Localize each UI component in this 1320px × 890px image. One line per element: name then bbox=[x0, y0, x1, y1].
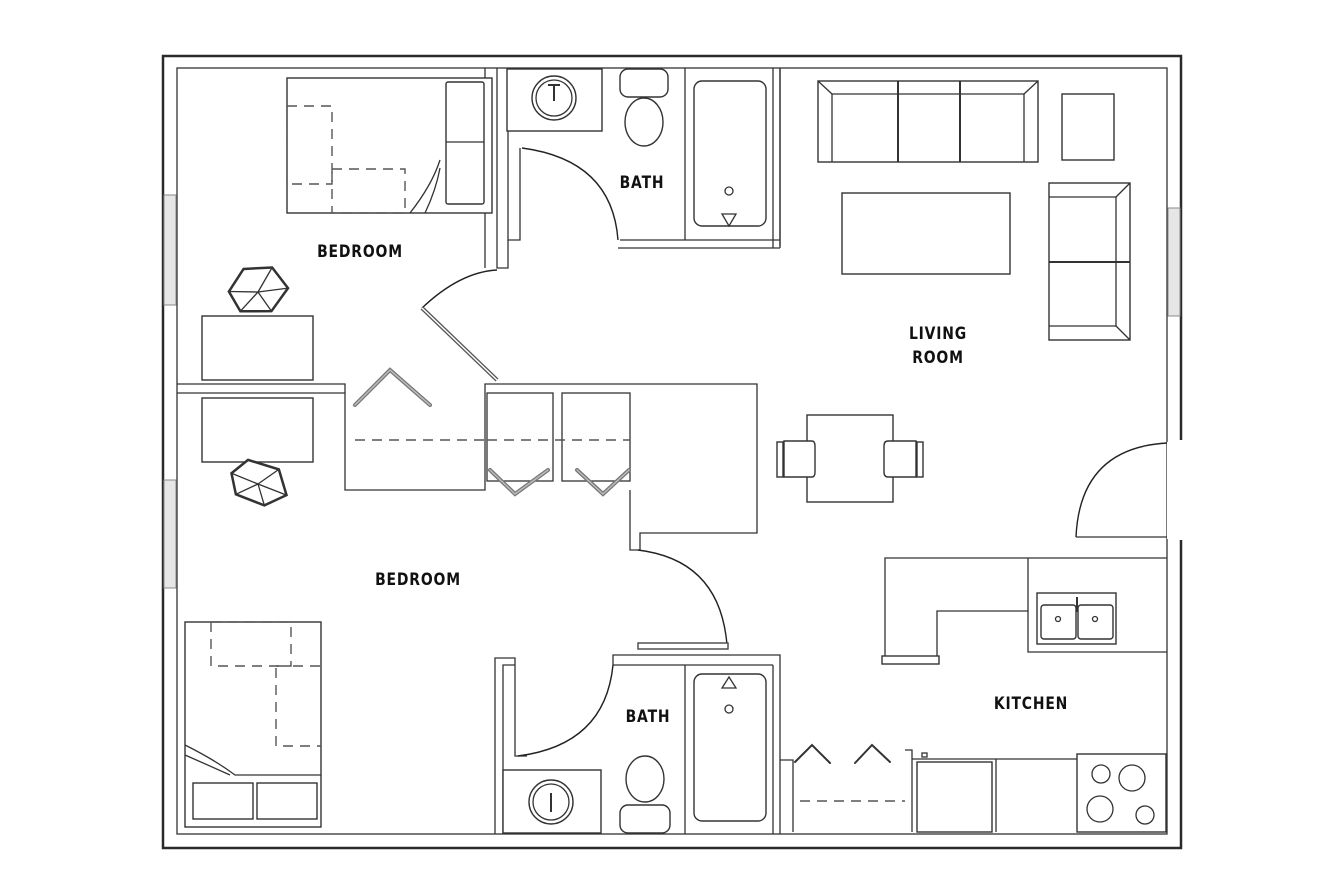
window-bedroom-1 bbox=[163, 194, 177, 306]
window-living-room bbox=[1167, 207, 1181, 317]
dishwasher bbox=[916, 761, 993, 833]
closet-door-2[interactable] bbox=[575, 468, 631, 497]
bathtub bbox=[693, 673, 767, 822]
loveseat bbox=[1048, 182, 1131, 341]
room-label-bedroom-1: BEDROOM bbox=[317, 242, 403, 262]
door-bedroom-2[interactable] bbox=[637, 549, 729, 650]
sink bbox=[506, 68, 603, 132]
room-label-bedroom-2: BEDROOM bbox=[375, 570, 461, 590]
toilet bbox=[619, 68, 669, 147]
desk bbox=[201, 397, 314, 463]
door-bedroom-1[interactable] bbox=[420, 269, 499, 382]
sink bbox=[502, 769, 602, 834]
kitchen bbox=[780, 557, 1167, 833]
hall-closets bbox=[486, 392, 631, 497]
bed bbox=[286, 77, 493, 214]
desk bbox=[201, 315, 314, 381]
dining-table bbox=[806, 414, 894, 503]
room-label-kitchen: KITCHEN bbox=[993, 694, 1069, 714]
door-bath-1[interactable] bbox=[521, 147, 619, 241]
side-table bbox=[1061, 93, 1115, 161]
closet-bedroom-1[interactable] bbox=[353, 367, 485, 441]
closet-door-1[interactable] bbox=[488, 468, 550, 497]
room-label-bath-1: BATH bbox=[619, 173, 665, 193]
room-label-living-room: LIVING ROOM bbox=[908, 324, 968, 368]
office-chair bbox=[230, 458, 289, 507]
bath-1 bbox=[506, 68, 781, 249]
dining-chair bbox=[883, 440, 924, 478]
dining-chair bbox=[776, 440, 816, 478]
stove bbox=[1076, 753, 1167, 833]
bedroom-1 bbox=[177, 68, 509, 491]
kitchen-counter bbox=[881, 557, 1167, 665]
room-label-bath-2: BATH bbox=[625, 707, 671, 727]
windows bbox=[163, 194, 1181, 589]
sofa bbox=[817, 80, 1039, 163]
bed bbox=[184, 621, 322, 828]
toilet bbox=[619, 755, 671, 834]
window-bedroom-2 bbox=[163, 479, 177, 589]
office-chair bbox=[227, 266, 290, 313]
living-room bbox=[497, 68, 1183, 551]
bathtub bbox=[693, 80, 767, 228]
closet-door-kitchen[interactable] bbox=[794, 743, 891, 764]
bedroom-2 bbox=[184, 397, 729, 834]
coffee-table bbox=[841, 192, 1011, 275]
double-sink bbox=[1036, 592, 1117, 645]
bath-2 bbox=[502, 654, 781, 834]
kitchen-closet bbox=[780, 743, 913, 832]
door-bath-2[interactable] bbox=[517, 664, 614, 757]
entry-door[interactable] bbox=[1075, 440, 1183, 540]
